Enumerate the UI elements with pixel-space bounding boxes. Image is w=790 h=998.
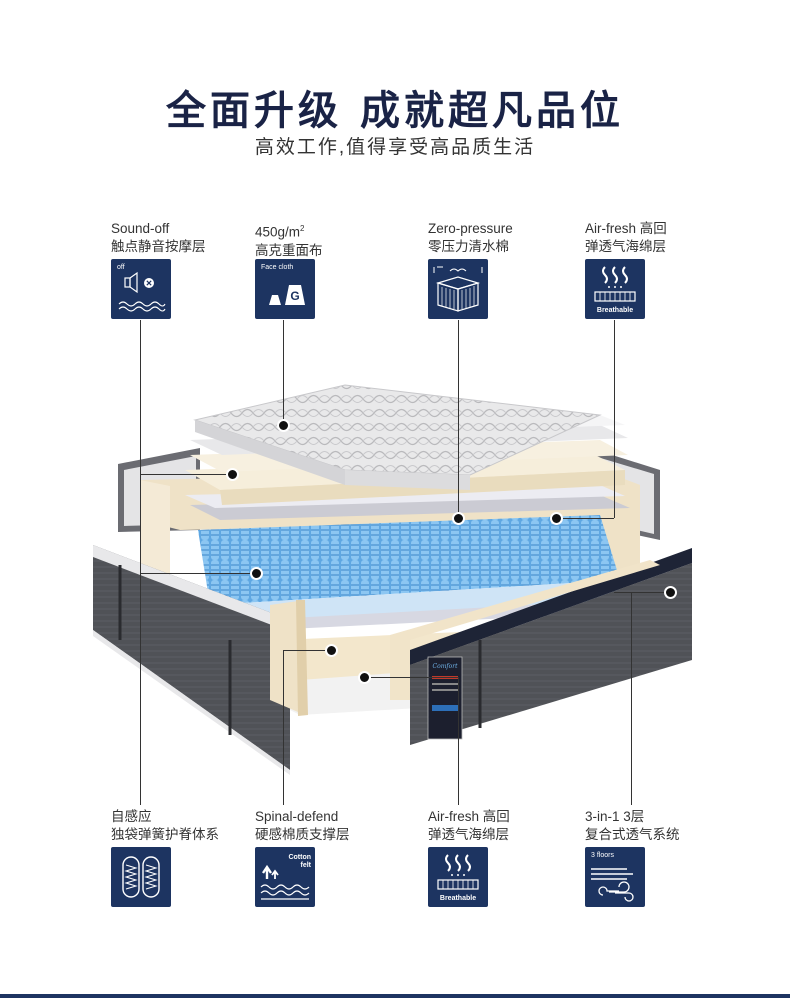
leader-line [140,474,232,475]
page-title: 全面升级 成就超凡品位 [166,87,624,134]
tile-label: off [117,264,125,271]
feature-sound-off: Sound-off 触点静音按摩层 [111,220,261,256]
leader-line [556,518,614,519]
pocket-spring-unit [198,515,620,605]
breathable-icon: Breathable [585,259,645,319]
feature-label-en: Spinal-defend [255,809,339,824]
callout-dot [325,644,338,657]
feature-label-zh: 触点静音按摩层 [111,239,206,254]
tile-label: Cotton felt [288,854,311,869]
leader-line [364,677,458,678]
feature-air-fresh-top: Air-fresh 高回 弹透气海绵层 [585,220,735,256]
feature-label-zh: 弹透气海绵层 [585,239,666,254]
feature-label-zh: 复合式透气系统 [585,827,680,842]
feature-zero-pressure: Zero-pressure 零压力清水棉 [428,220,578,256]
feature-face-cloth: 450g/m2 高克重面布 [255,220,405,260]
leader-line [283,320,284,425]
leader-line [631,592,632,805]
foam-cube-icon [428,259,488,319]
leader-line [140,320,141,805]
feature-label-zh: 独袋弹簧护脊体系 [111,827,219,842]
foam-frame-front-left [270,600,305,715]
callout-dot [250,567,263,580]
callout-dot [550,512,563,525]
label-card [427,656,463,740]
feature-label-en: 自感应 [111,809,152,824]
feature-label-sup: 2 [300,224,305,233]
tile-label: Breathable [596,307,634,314]
feature-label-en: Sound-off [111,221,170,236]
callout-dot [358,671,371,684]
leader-line [458,320,459,518]
feature-pocket-spring: 自感应 独袋弹簧护脊体系 [111,808,261,844]
tile-label: Breathable [439,895,477,902]
callout-dot [226,468,239,481]
feature-spinal-defend: Spinal-defend 硬感棉质支撑层 [255,808,405,844]
feature-label-en: Air-fresh 高回 [585,221,667,236]
callout-dot [277,419,290,432]
feature-label-zh: 零压力清水棉 [428,239,509,254]
feature-label-en: Zero-pressure [428,221,513,236]
tile-label: 3 floors [591,852,614,859]
label-card-brand: Comfort [432,663,458,670]
feature-three-in-one: 3-in-1 3层 复合式透气系统 [585,808,735,844]
feature-label-en: 450g/m [255,224,301,240]
three-floors-icon: 3 floors [585,847,645,907]
cotton-felt-icon: Cotton felt [255,847,315,907]
callout-dot [452,512,465,525]
feature-label-en: Air-fresh 高回 [428,809,510,824]
breathable-icon: Breathable [428,847,488,907]
feature-label-zh: 硬感棉质支撑层 [255,827,350,842]
pocket-spring-icon [111,847,171,907]
sound-off-icon: off [111,259,171,319]
leader-line [458,677,459,805]
leader-line [140,573,256,574]
face-cloth-glyph: G [290,289,300,303]
quilted-top [193,384,602,476]
face-cloth-icon: Face cloth G [255,259,315,319]
bottom-bar [0,994,790,998]
leader-line [614,320,615,518]
leader-line [614,592,670,593]
leader-line [283,650,331,651]
callout-dot [664,586,677,599]
feature-label-zh: 高克重面布 [255,242,323,258]
feature-label-en: 3-in-1 3层 [585,809,645,824]
feature-air-fresh-bottom: Air-fresh 高回 弹透气海绵层 [428,808,578,844]
tile-label: Face cloth [261,264,294,271]
feature-label-zh: 弹透气海绵层 [428,827,509,842]
leader-line [283,650,284,805]
page-subtitle: 高效工作,值得享受高品质生活 [254,137,536,158]
